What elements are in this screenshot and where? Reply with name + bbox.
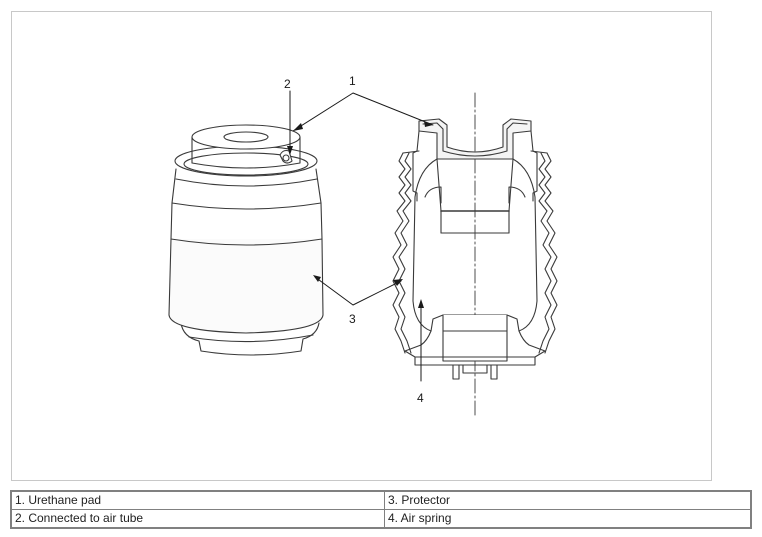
callout-3: 3: [349, 312, 356, 326]
legend-row: 2. Connected to air tube 4. Air spring: [10, 509, 752, 529]
legend-item-air-spring: 4. Air spring: [384, 509, 752, 529]
air-spring-cross-section: [392, 92, 558, 417]
legend-table: 1. Urethane pad 3. Protector 2. Connecte…: [10, 490, 752, 529]
callout-leaders: [289, 90, 434, 382]
callout-2: 2: [284, 77, 291, 91]
callout-arrowheads: [287, 121, 433, 308]
legend-item-protector: 3. Protector: [384, 490, 752, 510]
figure-frame: 1 2 3 4: [11, 11, 712, 481]
callout-4: 4: [417, 391, 424, 405]
callout-1: 1: [349, 74, 356, 88]
legend-item-urethane-pad: 1. Urethane pad: [10, 490, 385, 510]
air-spring-diagram: 1 2 3 4: [168, 74, 558, 417]
legend-item-air-tube: 2. Connected to air tube: [10, 509, 385, 529]
air-spring-3d-view: [168, 124, 324, 356]
legend-row: 1. Urethane pad 3. Protector: [10, 490, 752, 510]
